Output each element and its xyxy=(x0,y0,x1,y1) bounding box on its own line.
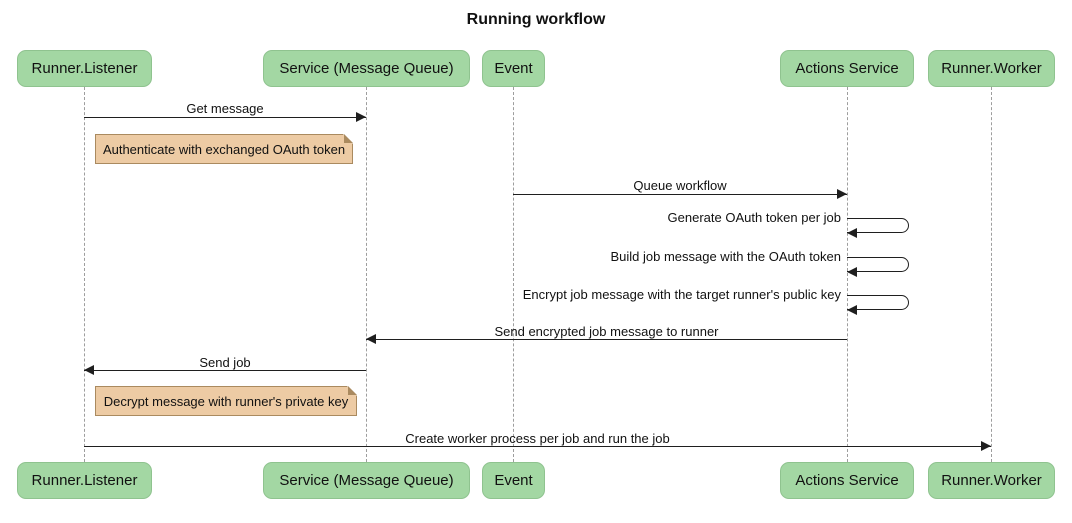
lifeline-runner-worker xyxy=(991,87,992,462)
note-fold-icon xyxy=(348,386,357,395)
lifeline-runner-listener xyxy=(84,87,85,462)
message-line-get-message xyxy=(84,117,366,118)
message-label-queue-workflow: Queue workflow xyxy=(633,178,727,193)
participant-bottom-actions-service: Actions Service xyxy=(780,462,914,499)
arrowhead-encrypt-job-message-icon xyxy=(847,305,857,315)
message-label-generate-token: Generate OAuth token per job xyxy=(667,210,841,225)
message-label-send-job: Send job xyxy=(199,355,251,370)
message-line-create-worker xyxy=(84,446,991,447)
message-line-queue-workflow xyxy=(513,194,847,195)
note-fold-icon xyxy=(344,134,353,143)
arrowhead-queue-workflow-icon xyxy=(837,189,847,199)
message-label-create-worker: Create worker process per job and run th… xyxy=(405,431,670,446)
diagram-title: Running workflow xyxy=(466,11,606,28)
message-label-build-job-message: Build job message with the OAuth token xyxy=(610,249,841,264)
self-loop-build-job-message xyxy=(847,257,909,272)
participant-bottom-event: Event xyxy=(482,462,545,499)
arrowhead-build-job-message-icon xyxy=(847,267,857,277)
lifeline-service-message-queue xyxy=(366,87,367,462)
message-label-encrypt-job-message: Encrypt job message with the target runn… xyxy=(522,287,841,302)
participant-top-actions-service: Actions Service xyxy=(780,50,914,87)
lifeline-event xyxy=(513,87,514,462)
self-loop-generate-token xyxy=(847,218,909,233)
note-decrypt: Decrypt message with runner's private ke… xyxy=(95,386,357,416)
participant-top-event: Event xyxy=(482,50,545,87)
arrowhead-send-job-icon xyxy=(84,365,94,375)
arrowhead-create-worker-icon xyxy=(981,441,991,451)
message-line-send-job xyxy=(84,370,366,371)
message-label-send-encrypted-job: Send encrypted job message to runner xyxy=(494,324,719,339)
arrowhead-generate-token-icon xyxy=(847,228,857,238)
participant-top-service-message-queue: Service (Message Queue) xyxy=(263,50,470,87)
message-line-send-encrypted-job xyxy=(366,339,847,340)
arrowhead-send-encrypted-job-icon xyxy=(366,334,376,344)
note-decrypt-text: Decrypt message with runner's private ke… xyxy=(103,393,349,409)
note-authenticate: Authenticate with exchanged OAuth token xyxy=(95,134,353,164)
participant-top-runner-worker: Runner.Worker xyxy=(928,50,1055,87)
participant-bottom-runner-listener: Runner.Listener xyxy=(17,462,152,499)
arrowhead-get-message-icon xyxy=(356,112,366,122)
message-label-get-message: Get message xyxy=(186,101,264,116)
note-authenticate-text: Authenticate with exchanged OAuth token xyxy=(102,141,346,157)
participant-bottom-runner-worker: Runner.Worker xyxy=(928,462,1055,499)
participant-top-runner-listener: Runner.Listener xyxy=(17,50,152,87)
participant-bottom-service-message-queue: Service (Message Queue) xyxy=(263,462,470,499)
self-loop-encrypt-job-message xyxy=(847,295,909,310)
